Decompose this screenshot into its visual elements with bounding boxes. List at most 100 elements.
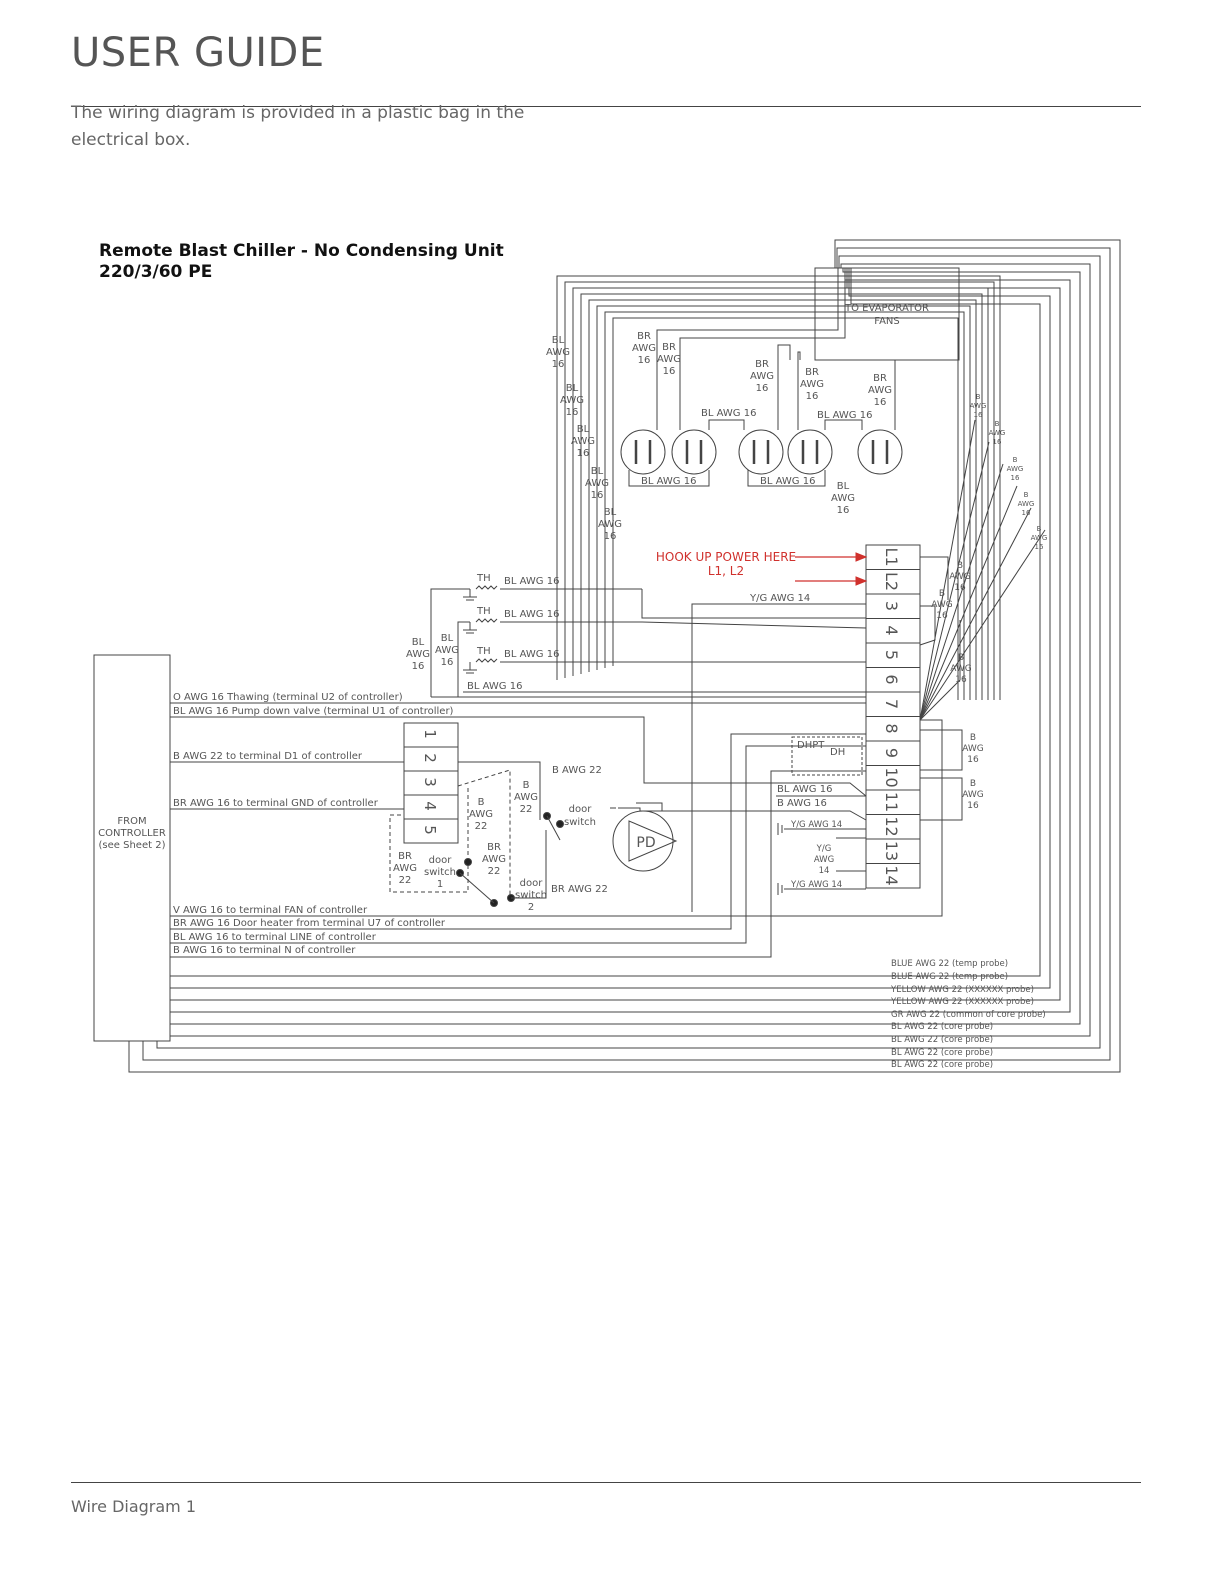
wire-label: 16 (993, 438, 1002, 446)
heater-label: TH (476, 646, 491, 657)
pump-symbol (628, 820, 678, 862)
door-wire (511, 830, 547, 899)
wire-label: AWG (657, 354, 681, 365)
probe-wire-label: BL AWG 22 (core probe) (891, 1060, 993, 1070)
door-switch-label: 1 (437, 879, 443, 890)
controller-box-label: FROM (117, 816, 146, 827)
terminal-label: 10 (882, 767, 901, 787)
feed-wire (556, 275, 1001, 700)
wire-label: 16 (1011, 474, 1020, 482)
wire-label: AWG (598, 519, 622, 530)
probe-loop (170, 268, 1081, 1025)
evaporator-box (814, 267, 960, 361)
wire-label: 22 (399, 875, 412, 886)
fan-jumper (708, 419, 745, 430)
terminal-label: L2 (882, 572, 901, 591)
door-switch-dashed (389, 788, 469, 893)
fan-motor (738, 429, 784, 475)
hookup-label: HOOK UP POWER HERE (656, 550, 796, 564)
controller-wire-label: BR AWG 16 to terminal GND of controller (173, 798, 379, 809)
terminal-label: 4 (882, 625, 901, 635)
wire-label: AWG (750, 371, 774, 382)
controller-wire-label: V AWG 16 to terminal FAN of controller (173, 905, 368, 916)
controller-wire (170, 745, 866, 944)
wire-label: B (1024, 491, 1029, 499)
feed-wire (572, 287, 989, 700)
door-switch-label: door (429, 855, 453, 866)
probe-loop (156, 1041, 1100, 1049)
wire-label: AWG (571, 436, 595, 447)
controller-wire-label: O AWG 16 Thawing (terminal U2 of control… (173, 692, 403, 703)
terminal-label: 11 (882, 792, 901, 812)
hookup-label: L1, L2 (708, 564, 744, 578)
wire-label: AWG (482, 854, 506, 865)
wire-label: 16 (1022, 509, 1031, 517)
probe-wire-label: BLUE AWG 22 (temp probe) (891, 972, 1008, 982)
terminal-label: 3 (882, 601, 901, 611)
wire-label: AWG (949, 572, 971, 582)
wire-label: AWG (585, 478, 609, 489)
wire-label: 16 (974, 411, 983, 419)
small-terminal-label: 2 (421, 753, 439, 763)
terminal-label: 14 (882, 865, 901, 885)
b-wire (919, 620, 961, 721)
wire-label: BR (805, 367, 819, 378)
wire-label: AWG (393, 863, 417, 874)
switch-lever (546, 815, 561, 841)
wire-label: BL AWG 16 (817, 410, 872, 421)
wire-label: B AWG 22 (552, 765, 602, 776)
b-wire (919, 529, 1046, 721)
heater-wire (641, 589, 866, 619)
wire-label: 16 (577, 448, 590, 459)
wire-label: 16 (638, 355, 651, 366)
pump-wire (662, 810, 867, 821)
wire-label: B (995, 420, 1000, 428)
door-switch-label: door (569, 804, 593, 815)
door-switch-dashed (457, 769, 511, 895)
probe-loop (142, 1041, 1110, 1061)
wire-label: BR (487, 842, 501, 853)
wire-label: BL (604, 507, 617, 518)
wire-label: 16 (756, 383, 769, 394)
wire-label: 16 (604, 531, 617, 542)
wire-label: BL (412, 637, 425, 648)
wire-label: B (523, 780, 530, 791)
heater-wire (430, 588, 470, 697)
probe-loop (170, 263, 1091, 1037)
feed-wire (612, 317, 959, 700)
controller-wire-label: B AWG 22 to terminal D1 of controller (173, 751, 363, 762)
wire-label: BL AWG 16 (504, 576, 559, 587)
b-wire (919, 419, 976, 721)
fan-wire (679, 268, 846, 430)
probe-loop (170, 268, 1041, 977)
terminal-label: 7 (882, 699, 901, 709)
wire-label: 22 (520, 804, 533, 815)
wire-label: AWG (962, 790, 984, 800)
wire-label: BL AWG 16 (504, 649, 559, 660)
wire-label: AWG (931, 600, 953, 610)
fan-wire (777, 344, 791, 430)
wire-label: B (970, 733, 976, 743)
terminal-label: L1 (882, 547, 901, 566)
wire-label: AWG (560, 395, 584, 406)
wire-label: BL AWG 16 (760, 476, 815, 487)
probe-loop (128, 1041, 1120, 1073)
heater-coil (475, 618, 498, 623)
switch-lever (459, 872, 495, 904)
fan-motor (620, 429, 666, 475)
door-switch-label: switch (424, 867, 456, 878)
pump-label: PD (636, 835, 655, 851)
small-terminal-cell (403, 818, 459, 844)
wire-label: AWG (962, 744, 984, 754)
fan-jumper (824, 419, 863, 430)
fan-wire (797, 351, 801, 430)
evaporator-box-label: FANS (874, 316, 900, 327)
small-terminal-label: 1 (421, 729, 439, 739)
ground-wire (691, 603, 866, 912)
wire-group (93, 239, 1121, 1073)
terminal-label: 12 (882, 816, 901, 836)
wire-label: AWG (435, 645, 459, 656)
probe-wire-label: BLUE AWG 22 (temp probe) (891, 959, 1008, 969)
probe-loop (170, 268, 1051, 989)
